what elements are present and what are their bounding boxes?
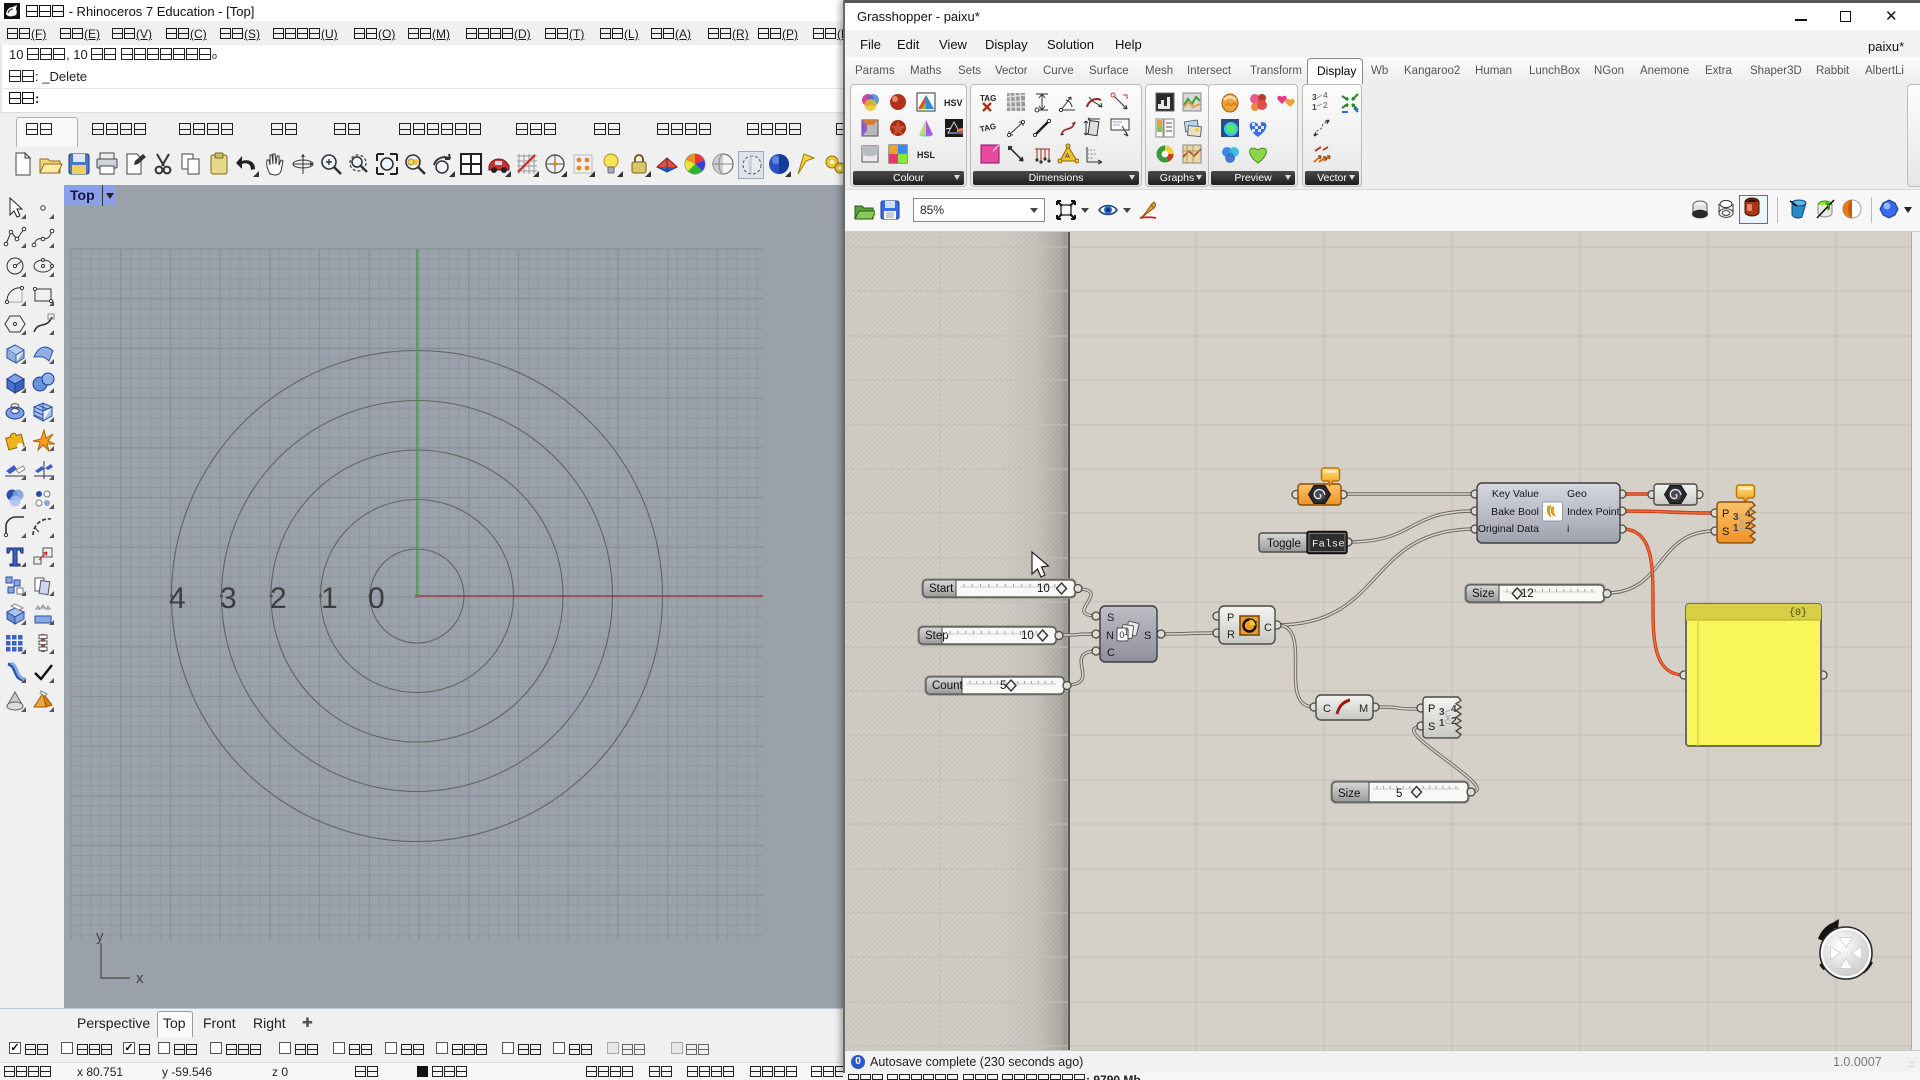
svg-text:5: 5 — [1396, 788, 1402, 800]
svg-text:Index Point: Index Point — [1567, 506, 1620, 518]
svg-text:1: 1 — [1439, 718, 1445, 729]
svg-text:1: 1 — [321, 582, 338, 615]
svg-text:2: 2 — [1323, 100, 1328, 110]
svg-text:2: 2 — [1745, 521, 1751, 532]
svg-text:C: C — [1323, 703, 1331, 715]
svg-text:4: 4 — [1323, 91, 1328, 100]
svg-text:Start: Start — [929, 583, 954, 595]
svg-text:5: 5 — [1000, 680, 1006, 692]
svg-text:Count: Count — [932, 680, 963, 692]
svg-text:S: S — [1144, 630, 1151, 642]
svg-text:P: P — [1428, 703, 1435, 715]
svg-text:S: S — [1428, 721, 1435, 733]
svg-text:y: y — [96, 928, 104, 945]
svg-text:R: R — [1227, 629, 1235, 641]
svg-text:2: 2 — [270, 582, 287, 615]
svg-text:12: 12 — [1521, 588, 1534, 600]
svg-text:TAG: TAG — [980, 94, 996, 103]
svg-text:{0}: {0} — [1789, 607, 1807, 619]
svg-text:Size: Size — [1472, 588, 1494, 600]
svg-text:Key Value: Key Value — [1492, 488, 1539, 500]
svg-text:A: A — [1065, 153, 1070, 160]
svg-text:i: i — [1567, 523, 1569, 535]
svg-text:3: 3 — [1439, 707, 1445, 718]
svg-text:2: 2 — [1451, 716, 1457, 727]
svg-text:S: S — [1722, 526, 1729, 538]
svg-text:Size: Size — [1338, 788, 1360, 800]
svg-text:Bake Bool: Bake Bool — [1491, 506, 1539, 518]
svg-text:4: 4 — [1451, 704, 1457, 715]
svg-text:P: P — [1227, 612, 1234, 624]
svg-text:M: M — [1359, 703, 1368, 715]
svg-text:P: P — [1722, 508, 1729, 520]
svg-text:S: S — [1107, 612, 1114, 624]
svg-text:1: 1 — [1312, 102, 1317, 112]
svg-text:0: 0 — [368, 582, 385, 615]
svg-text:10: 10 — [1021, 630, 1034, 642]
svg-text:3: 3 — [1312, 92, 1317, 102]
svg-text:1: 1 — [1733, 523, 1739, 534]
svg-text:10: 10 — [1037, 583, 1050, 595]
svg-text:HSV: HSV — [944, 98, 963, 108]
svg-text:1: 1 — [1123, 627, 1129, 638]
svg-text:C: C — [1264, 622, 1272, 634]
svg-text:4: 4 — [169, 582, 186, 615]
svg-text:3: 3 — [1733, 512, 1739, 523]
svg-text:3: 3 — [220, 582, 237, 615]
svg-text:HSL: HSL — [917, 150, 936, 160]
svg-text:C: C — [1107, 647, 1115, 659]
svg-text:Toggle: Toggle — [1267, 538, 1301, 550]
svg-text:4: 4 — [1745, 509, 1751, 520]
svg-text:Geo: Geo — [1567, 488, 1587, 500]
svg-text:Step: Step — [925, 630, 949, 642]
svg-text:0: 0 — [1119, 630, 1124, 640]
svg-text:N: N — [1106, 630, 1114, 642]
svg-text:x: x — [136, 970, 144, 987]
svg-text:False: False — [1312, 539, 1345, 551]
svg-text:TAG: TAG — [979, 122, 997, 134]
svg-text:Original Data: Original Data — [1478, 523, 1539, 535]
